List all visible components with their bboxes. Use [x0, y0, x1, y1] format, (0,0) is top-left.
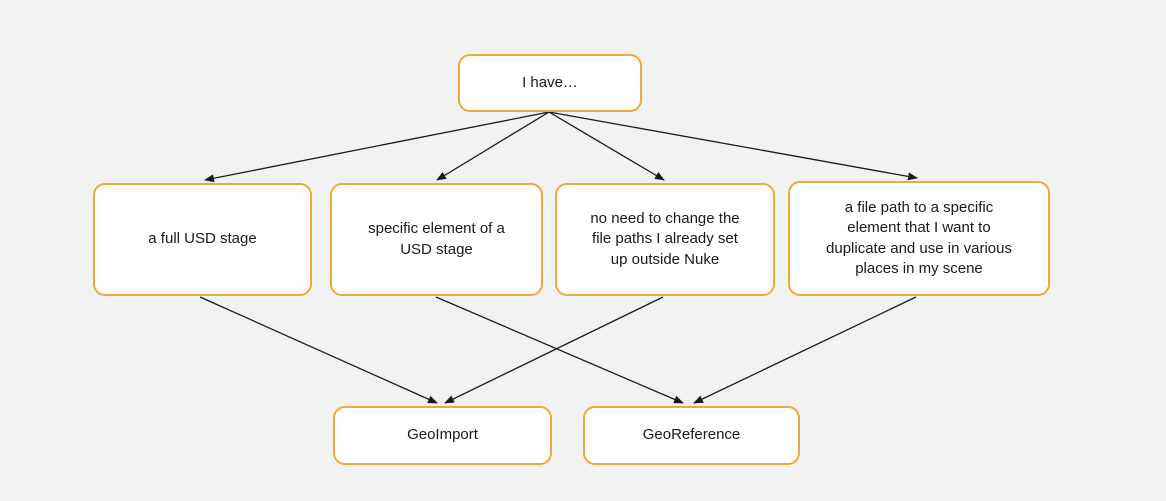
edge-opt4-to-georef — [693, 296, 917, 404]
node-specific-element-of-usd-stage[interactable]: specific element of a USD stage — [330, 183, 543, 296]
edge-root-to-opt1 — [204, 111, 550, 183]
edge-root-to-opt3 — [548, 111, 665, 181]
edge-opt1-to-geoimport — [199, 296, 438, 404]
node-file-path-to-specific-element[interactable]: a file path to a specific element that I… — [788, 181, 1050, 296]
node-georeference[interactable]: GeoReference — [583, 406, 800, 465]
edge-root-to-opt2 — [436, 111, 550, 181]
node-full-usd-stage[interactable]: a full USD stage — [93, 183, 312, 296]
edge-opt2-to-georef — [435, 296, 684, 404]
edge-opt3-to-geoimport — [444, 296, 664, 404]
node-no-need-to-change-file-paths[interactable]: no need to change the file paths I alrea… — [555, 183, 775, 296]
node-i-have[interactable]: I have… — [458, 54, 642, 112]
edge-root-to-opt4 — [548, 111, 918, 181]
node-geoimport[interactable]: GeoImport — [333, 406, 552, 465]
